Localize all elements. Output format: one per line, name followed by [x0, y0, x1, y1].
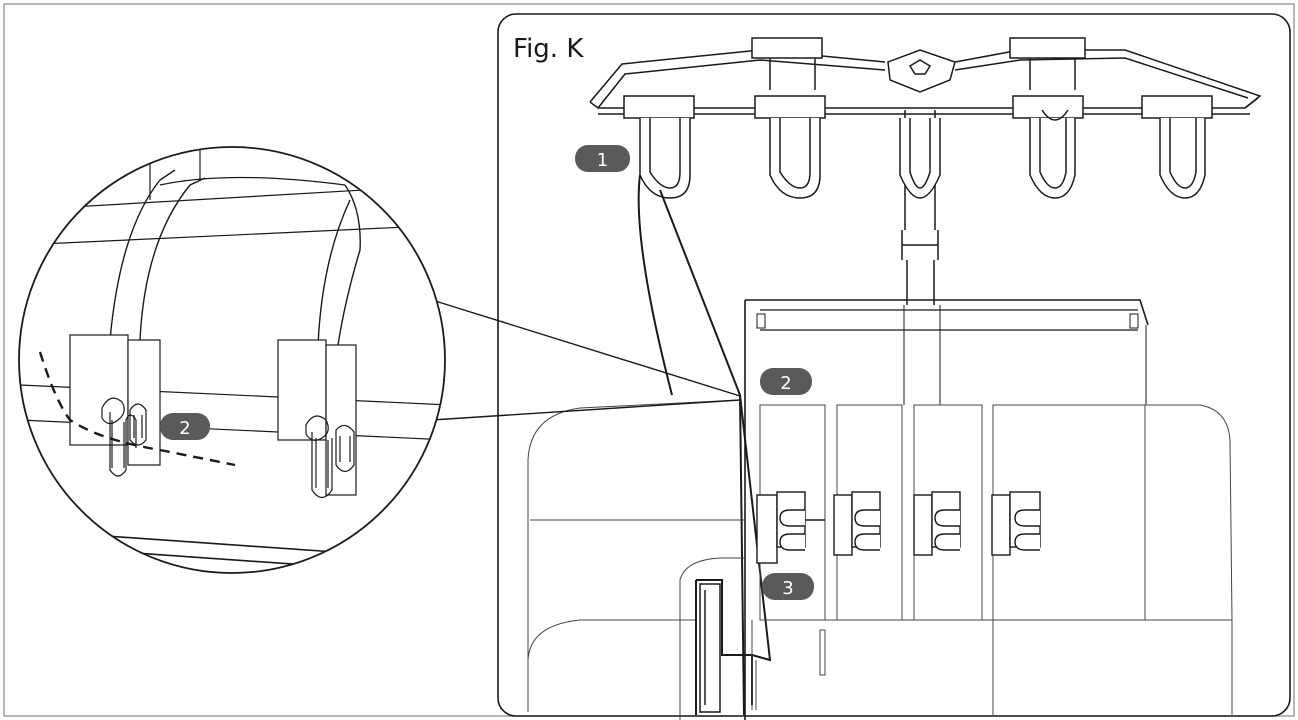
callout-step-1: 1	[575, 145, 630, 172]
svg-text:2: 2	[780, 373, 791, 394]
callout-step-2-main: 2	[760, 368, 812, 395]
fig-k-frame	[497, 13, 1291, 717]
callout-step-3: 3	[762, 573, 814, 600]
zoom-lens	[18, 146, 446, 574]
svg-text:1: 1	[597, 150, 608, 171]
thread-slot	[699, 583, 721, 713]
thread-guides-back	[751, 37, 1086, 121]
svg-text:3: 3	[782, 578, 793, 599]
thread-guides-front	[623, 95, 1213, 199]
fig-k-panel: Fig. K	[497, 13, 1291, 720]
tension-dials	[756, 491, 1041, 564]
callout-step-2-zoom: 2	[160, 413, 210, 440]
svg-text:2: 2	[179, 418, 190, 439]
machine-body	[527, 399, 1233, 720]
zoom-connector	[431, 299, 741, 421]
thread-path	[637, 174, 772, 716]
figure-title: Fig. K	[513, 34, 584, 64]
machine-upper-housing	[744, 299, 1149, 720]
